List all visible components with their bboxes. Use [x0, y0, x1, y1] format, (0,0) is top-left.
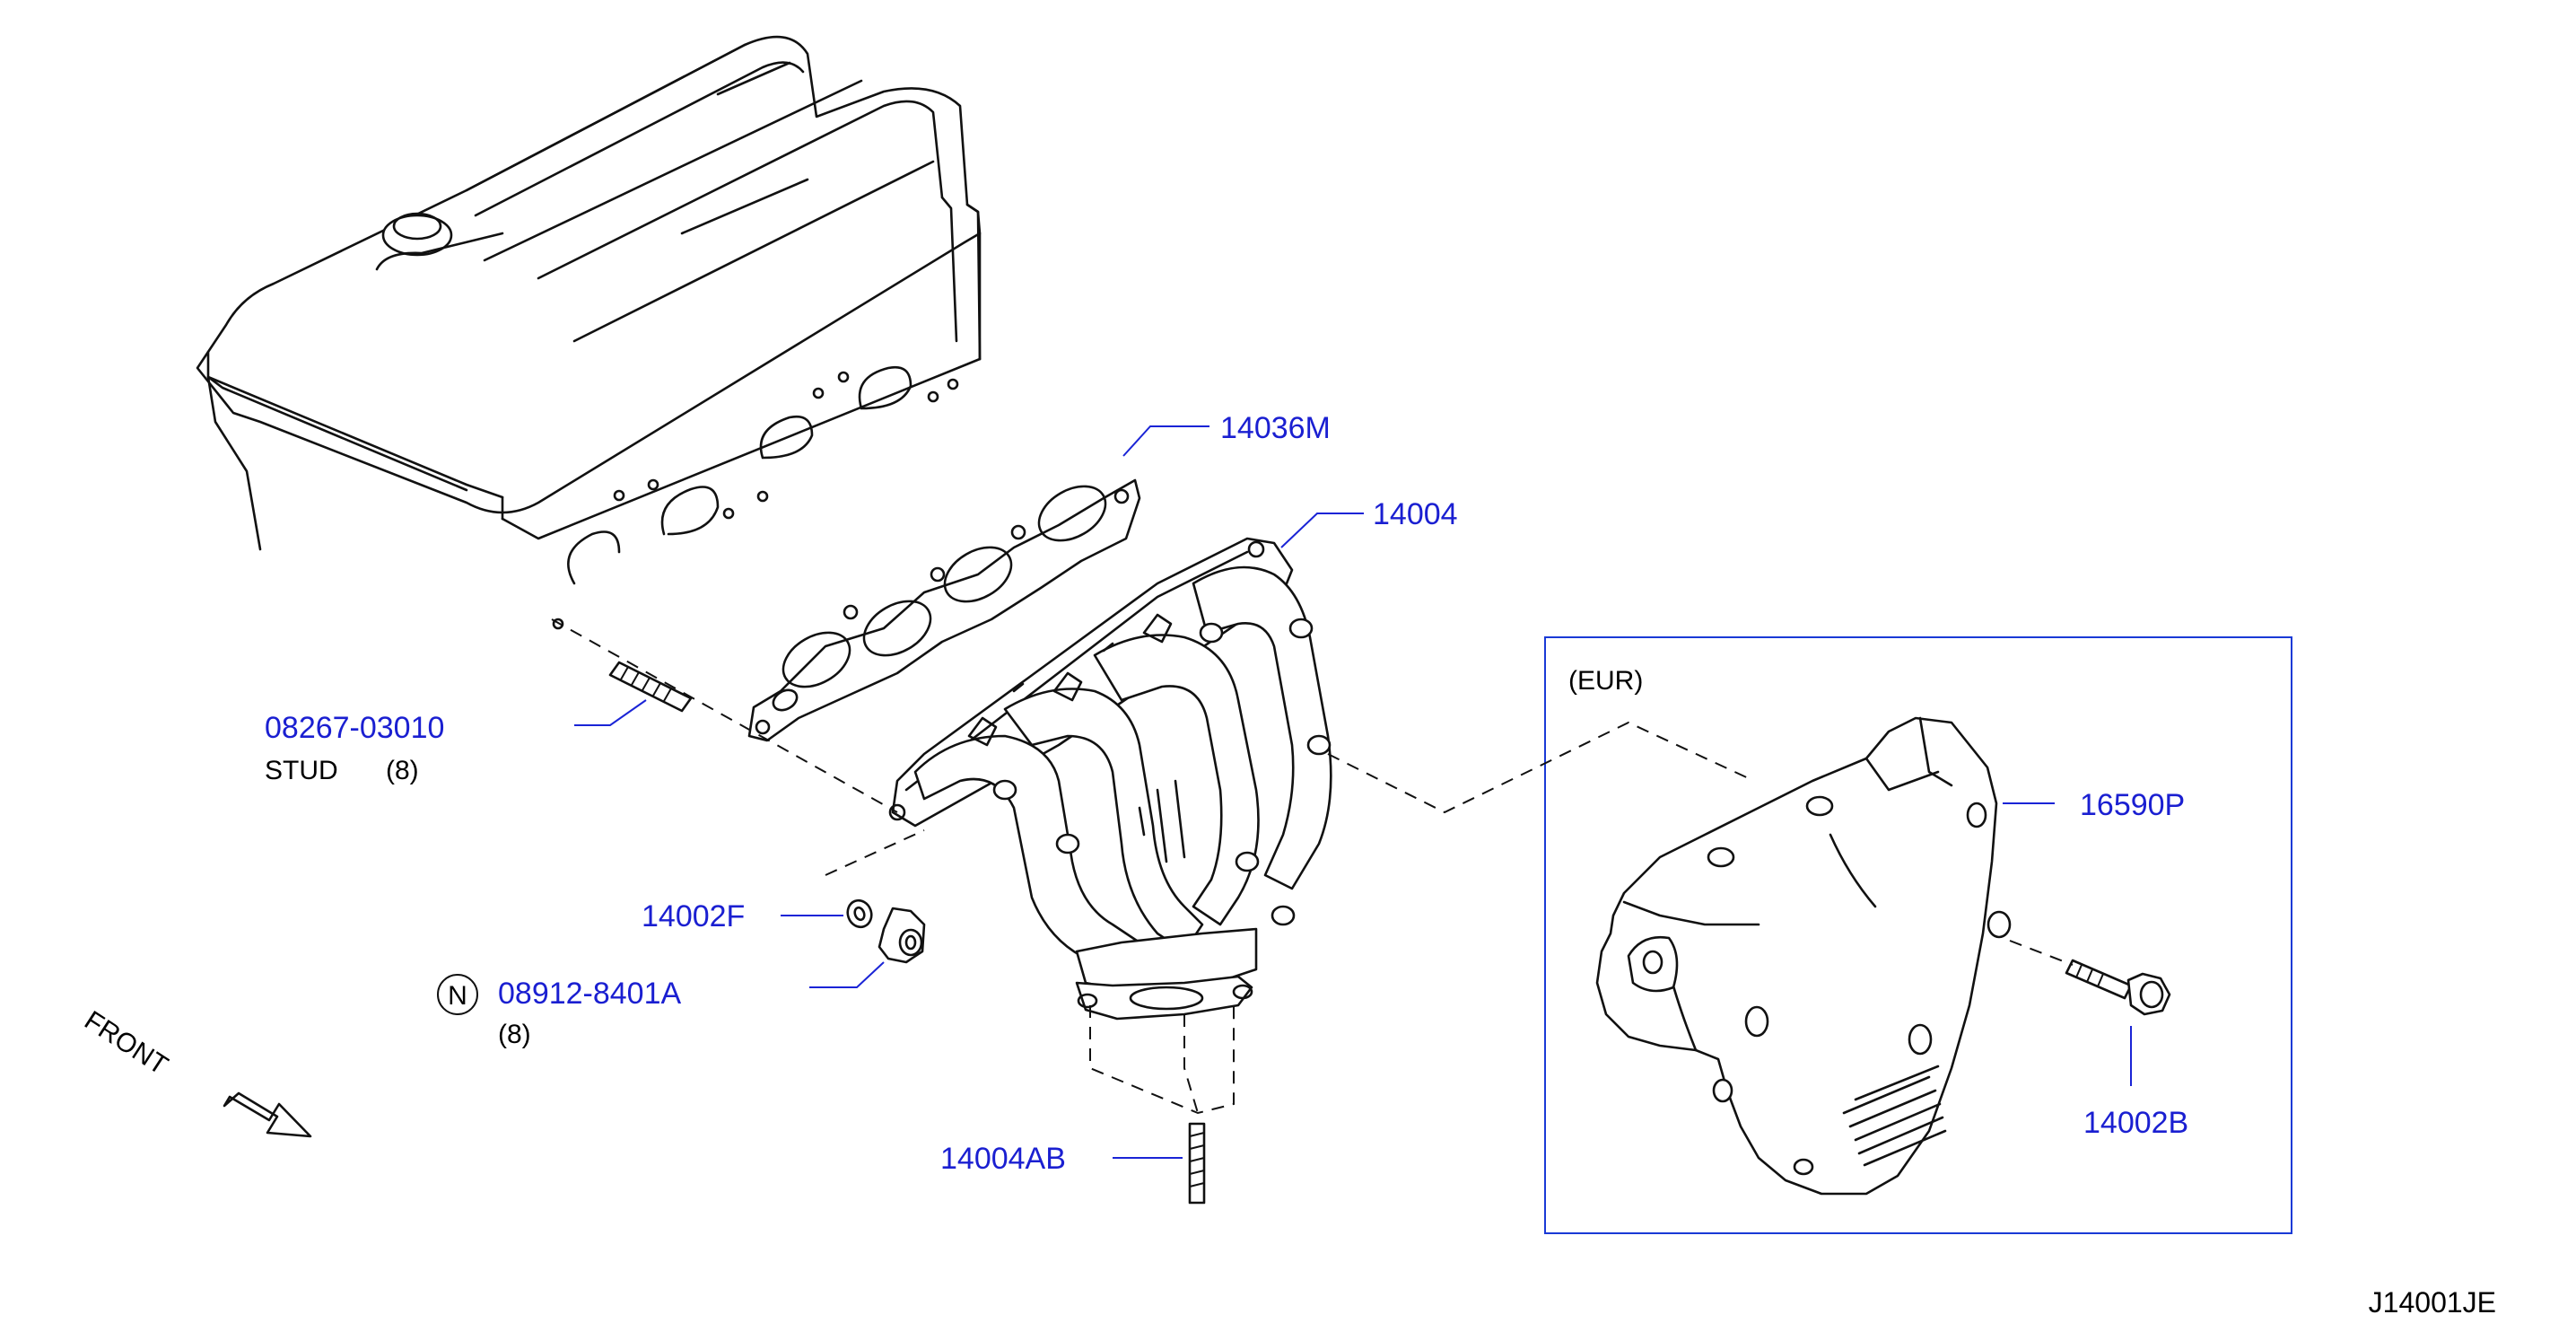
stud-drawing: [608, 661, 693, 713]
eur-variant-label: (EUR): [1568, 666, 1643, 696]
exhaust-manifold-drawing: [888, 537, 1332, 1021]
lower-stud-part-number: 14004AB: [940, 1142, 1066, 1176]
shield-bolt-part-number: 14002B: [2083, 1106, 2188, 1140]
nut-drawing: [878, 907, 926, 964]
nut-badge-circle: [437, 974, 478, 1015]
eur-variant-box: [1544, 636, 2292, 1234]
heat-shield-drawing: [1595, 716, 2012, 1196]
engine-head-drawing: [196, 35, 982, 630]
gasket-part-number: 14036M: [1220, 411, 1331, 445]
nut-part-number: 08912-8401A: [498, 977, 682, 1011]
manifold-gasket-drawing: [747, 478, 1141, 742]
figure-id: J14001JE: [2369, 1286, 2496, 1319]
callout-leaders: [574, 425, 2132, 1159]
front-arrow-icon: [223, 1091, 312, 1138]
heat-shield-part-number: 16590P: [2080, 788, 2185, 822]
washer-drawing: [846, 898, 873, 929]
shield-bolt-drawing: [2065, 959, 2171, 1016]
nut-badge-letter: N: [448, 981, 467, 1011]
lower-stud-drawing: [1188, 1122, 1206, 1205]
front-label: FRONT: [79, 1005, 173, 1081]
stud-description: STUD: [265, 756, 338, 785]
alignment-lines: [551, 618, 2074, 1115]
washer-part-number: 14002F: [642, 899, 745, 933]
stud-quantity: (8): [386, 756, 419, 785]
manifold-part-number: 14004: [1373, 497, 1458, 531]
stud-part-number: 08267-03010: [265, 711, 444, 745]
nut-quantity: (8): [498, 1020, 531, 1049]
